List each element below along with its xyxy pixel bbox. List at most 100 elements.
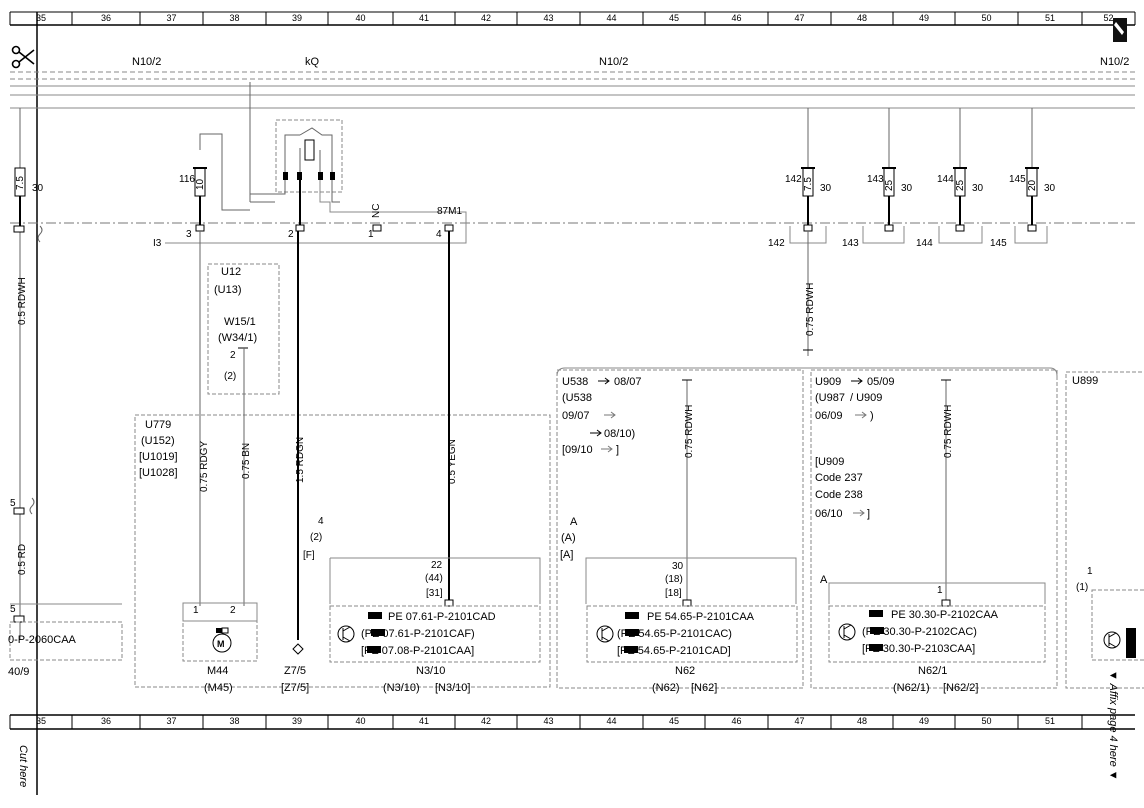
module-u779: U779 <box>145 419 171 431</box>
bottom-ruler-label: 35 <box>36 716 46 726</box>
component-n621-alt2: [N62/2] <box>943 682 978 694</box>
fuse-142-value: 7.5 <box>803 177 814 191</box>
component-n621: N62/1 <box>918 665 947 677</box>
bottom-ruler-label: 51 <box>1045 716 1055 726</box>
n621-note2-close: ] <box>867 508 870 520</box>
n621-inner-box <box>828 605 1046 663</box>
left-module-ref2: 40/9 <box>8 666 29 678</box>
wire-left-rd: 0.5 RD <box>17 544 28 575</box>
top-ruler-label: 48 <box>857 13 867 23</box>
component-n62-alt2: [N62] <box>691 682 717 694</box>
bottom-ruler-label: 37 <box>166 716 176 726</box>
top-ruler-label: 40 <box>355 13 365 23</box>
fuse-left-value: 7.5 <box>15 176 26 190</box>
module-u1019: [U1019] <box>139 451 178 463</box>
connector-pin-1: 1 <box>368 229 374 240</box>
bottom-ruler-label: 47 <box>794 716 804 726</box>
module-w34: (W34/1) <box>218 332 257 344</box>
bus-label-left: N10/2 <box>132 56 161 68</box>
fuse-left <box>14 108 26 640</box>
wire-rdwh-n62: 0.75 RDWH <box>684 405 695 458</box>
n621-note2-date: 06/10 <box>815 508 843 520</box>
z75-pin-f: [F] <box>303 550 315 561</box>
top-ruler-label: 47 <box>794 13 804 23</box>
wire-rdgn: 1.5 RDGN <box>295 437 306 483</box>
n62-ref-3: [PE 54.65-P-2101CAD] <box>617 645 731 657</box>
top-ruler-label: 51 <box>1045 13 1055 23</box>
component-n310-alt2: [N3/10] <box>435 682 470 694</box>
top-ruler-label: 49 <box>919 13 929 23</box>
left-pin-5: 5 <box>10 498 16 509</box>
n62-pin-block <box>682 599 692 607</box>
relay-kq <box>165 82 467 244</box>
fuse-116-value: 10 <box>195 178 206 190</box>
bottom-ruler-label: 48 <box>857 716 867 726</box>
n62-note-date1: 08/07 <box>614 376 642 388</box>
left-break-mark <box>37 225 43 243</box>
bottom-ruler-label: 42 <box>481 716 491 726</box>
right-pin-142: 142 <box>768 238 785 249</box>
n621-note-close: ) <box>870 410 874 422</box>
top-ruler-label: 37 <box>166 13 176 23</box>
right-pin-145: 145 <box>990 238 1007 249</box>
n310-pin-44: (44) <box>425 573 443 584</box>
component-m44: M44 <box>207 665 228 677</box>
n310-pin-31: [31] <box>426 588 443 599</box>
left-break-mark-2 <box>29 497 35 515</box>
n62-transistor-icon <box>596 625 614 643</box>
module-w15-pin-alt: (2) <box>224 371 236 382</box>
fuse-143-side: 30 <box>901 183 913 194</box>
fuse-142-num: 142 <box>785 174 802 185</box>
m44-pin-1: 1 <box>193 605 199 616</box>
connector-nc: NC <box>371 204 382 218</box>
component-z75: Z7/5 <box>284 665 306 677</box>
right-pin-144: 144 <box>916 238 933 249</box>
n621-note-date2: 06/09 <box>815 410 843 422</box>
bottom-ruler <box>10 714 1135 730</box>
n62-pin-18: (18) <box>665 574 683 585</box>
left-pin-connector <box>13 225 25 233</box>
motor-icon: M <box>212 627 232 653</box>
u899-inner-box <box>1091 589 1144 661</box>
fuse-145-num: 145 <box>1009 174 1026 185</box>
n62-a-alt: (A) <box>561 532 576 544</box>
fuse-142-side: 30 <box>820 183 832 194</box>
n621-a: A <box>820 574 828 586</box>
cut-here-label: Cut here <box>17 745 29 787</box>
reference-hand-icons <box>367 612 385 653</box>
n621-pin-1: 1 <box>937 585 943 596</box>
module-u152: (U152) <box>141 435 175 447</box>
connector-i3-pins <box>195 224 454 232</box>
top-ruler-label: 42 <box>481 13 491 23</box>
left-pin-connector-3 <box>13 615 25 623</box>
right-connector-brackets <box>789 226 1048 244</box>
n62-ref-1: PE 54.65-P-2101CAA <box>647 611 755 623</box>
component-n310: N3/10 <box>416 665 445 677</box>
connector-87m1: 87M1 <box>437 206 462 217</box>
bottom-ruler-label: 43 <box>543 716 553 726</box>
scissors-icon <box>11 45 35 69</box>
m44-box <box>182 620 258 662</box>
n62-note-close: ] <box>616 444 619 456</box>
n621-reference-hand-icons <box>869 610 884 651</box>
fuse-145-side: 30 <box>1044 183 1056 194</box>
u899-reference-hand-icons <box>1126 628 1136 658</box>
n62-a: A <box>570 516 578 528</box>
n621-note-u909b: / U909 <box>850 392 882 404</box>
n62-note-date2: 09/07 <box>562 410 590 422</box>
right-connector-pins <box>803 224 1037 232</box>
module-u1028: [U1028] <box>139 467 178 479</box>
module-u12: U12 <box>221 266 241 278</box>
n621-connector-outline <box>828 582 1046 604</box>
wire-lines <box>199 231 450 640</box>
left-pin-5b: 5 <box>10 604 16 615</box>
fuse-116-num: 116 <box>179 174 195 185</box>
z75-pin-4: 4 <box>318 516 324 527</box>
connector-pin-4: 4 <box>436 229 442 240</box>
n310-ref-2: (PE 07.61-P-2101CAF) <box>361 628 475 640</box>
left-pin-connector-2 <box>13 507 25 515</box>
connector-i3-label: I3 <box>153 238 162 249</box>
n62-ref-2: (PE 54.65-P-2101CAC) <box>617 628 732 640</box>
n621-note2-code237: Code 237 <box>815 472 863 484</box>
